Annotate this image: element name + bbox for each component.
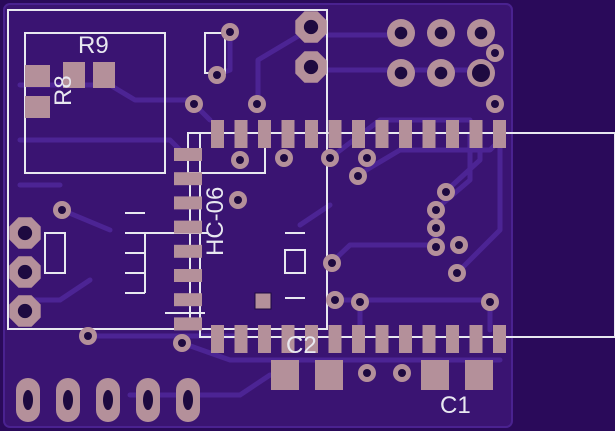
- oval-drill: [23, 390, 33, 410]
- drill-hole: [472, 64, 490, 82]
- module-pad: [399, 325, 412, 353]
- via-hole: [326, 154, 334, 162]
- oval-drill: [103, 390, 113, 410]
- via-hole: [455, 241, 463, 249]
- module-pad: [258, 120, 271, 148]
- label-c2: C2: [286, 332, 317, 359]
- module-pad: [174, 293, 202, 307]
- via-hole: [486, 298, 494, 306]
- drill-hole: [394, 26, 408, 40]
- module-pad: [174, 317, 202, 331]
- module-pad: [174, 196, 202, 210]
- via-hole: [354, 172, 362, 180]
- module-pad: [174, 269, 202, 282]
- module-pad: [211, 120, 224, 148]
- capacitor-pads: [271, 360, 493, 390]
- via-hole: [491, 100, 499, 108]
- drill-hole: [303, 59, 319, 75]
- via-hole: [213, 71, 221, 79]
- via-hole: [328, 259, 336, 267]
- module-pad: [328, 325, 342, 353]
- drill-hole: [303, 19, 319, 35]
- resistor-pads: [25, 62, 115, 118]
- drill-hole: [17, 303, 33, 319]
- via-hole: [432, 243, 440, 251]
- module-pad: [234, 120, 248, 148]
- module-pad: [174, 148, 202, 161]
- module-pad: [422, 325, 436, 353]
- module-pad: [174, 244, 202, 258]
- label-hc06: HC-06: [202, 186, 229, 256]
- oval-drill: [143, 390, 153, 410]
- oval-header-pads: [16, 378, 200, 422]
- module-bottom-pads: [211, 325, 506, 353]
- drill-hole: [434, 26, 448, 40]
- label-r8: R8: [50, 75, 77, 106]
- via-hole: [178, 339, 186, 347]
- via-hole: [236, 156, 244, 164]
- via-hole: [253, 100, 261, 108]
- module-pad: [305, 325, 318, 353]
- via-hole: [442, 188, 450, 196]
- via-hole: [84, 332, 92, 340]
- drill-hole: [17, 225, 33, 241]
- label-c1: C1: [440, 392, 471, 419]
- square-pad: [254, 292, 272, 310]
- module-pad: [328, 120, 342, 148]
- drill-hole: [474, 26, 488, 40]
- module-pad: [469, 325, 483, 353]
- via-hole: [363, 369, 371, 377]
- module-pad: [352, 325, 365, 353]
- via-hole: [363, 154, 371, 162]
- via-hole: [453, 269, 461, 277]
- via-hole: [356, 298, 364, 306]
- module-pad: [375, 120, 389, 148]
- via-hole: [331, 296, 339, 304]
- module-pad: [375, 325, 389, 353]
- via-hole: [280, 154, 288, 162]
- via-hole: [190, 100, 198, 108]
- module-pad: [446, 325, 459, 353]
- drill-hole: [394, 66, 408, 80]
- via-hole: [226, 28, 234, 36]
- via-hole: [432, 224, 440, 232]
- module-left-pads: [174, 148, 202, 331]
- module-pad: [305, 120, 318, 148]
- module-pad: [493, 120, 506, 148]
- drill-hole: [17, 264, 33, 280]
- module-pad: [469, 120, 483, 148]
- module-pad: [422, 120, 436, 148]
- module-pad: [258, 325, 271, 353]
- module-pad: [446, 120, 459, 148]
- oval-drill: [183, 390, 193, 410]
- module-pad: [174, 172, 202, 186]
- via-hole: [432, 206, 440, 214]
- vias: [53, 23, 504, 382]
- oval-drill: [63, 390, 73, 410]
- via-hole: [398, 369, 406, 377]
- via-hole: [234, 196, 242, 204]
- hex-pads: [9, 11, 327, 327]
- module-pad: [399, 120, 412, 148]
- round-pads: [387, 19, 495, 87]
- drill-hole: [434, 66, 448, 80]
- module-top-pads: [211, 120, 506, 148]
- module-pad: [281, 325, 295, 353]
- module-pad: [281, 120, 295, 148]
- module-pad: [352, 120, 365, 148]
- module-pad: [211, 325, 224, 353]
- module-pad: [493, 325, 506, 353]
- label-r9: R9: [78, 32, 109, 59]
- module-pad: [174, 220, 202, 234]
- copper-pour: [3, 3, 513, 428]
- module-pad: [234, 325, 248, 353]
- via-hole: [491, 49, 499, 57]
- via-hole: [58, 206, 66, 214]
